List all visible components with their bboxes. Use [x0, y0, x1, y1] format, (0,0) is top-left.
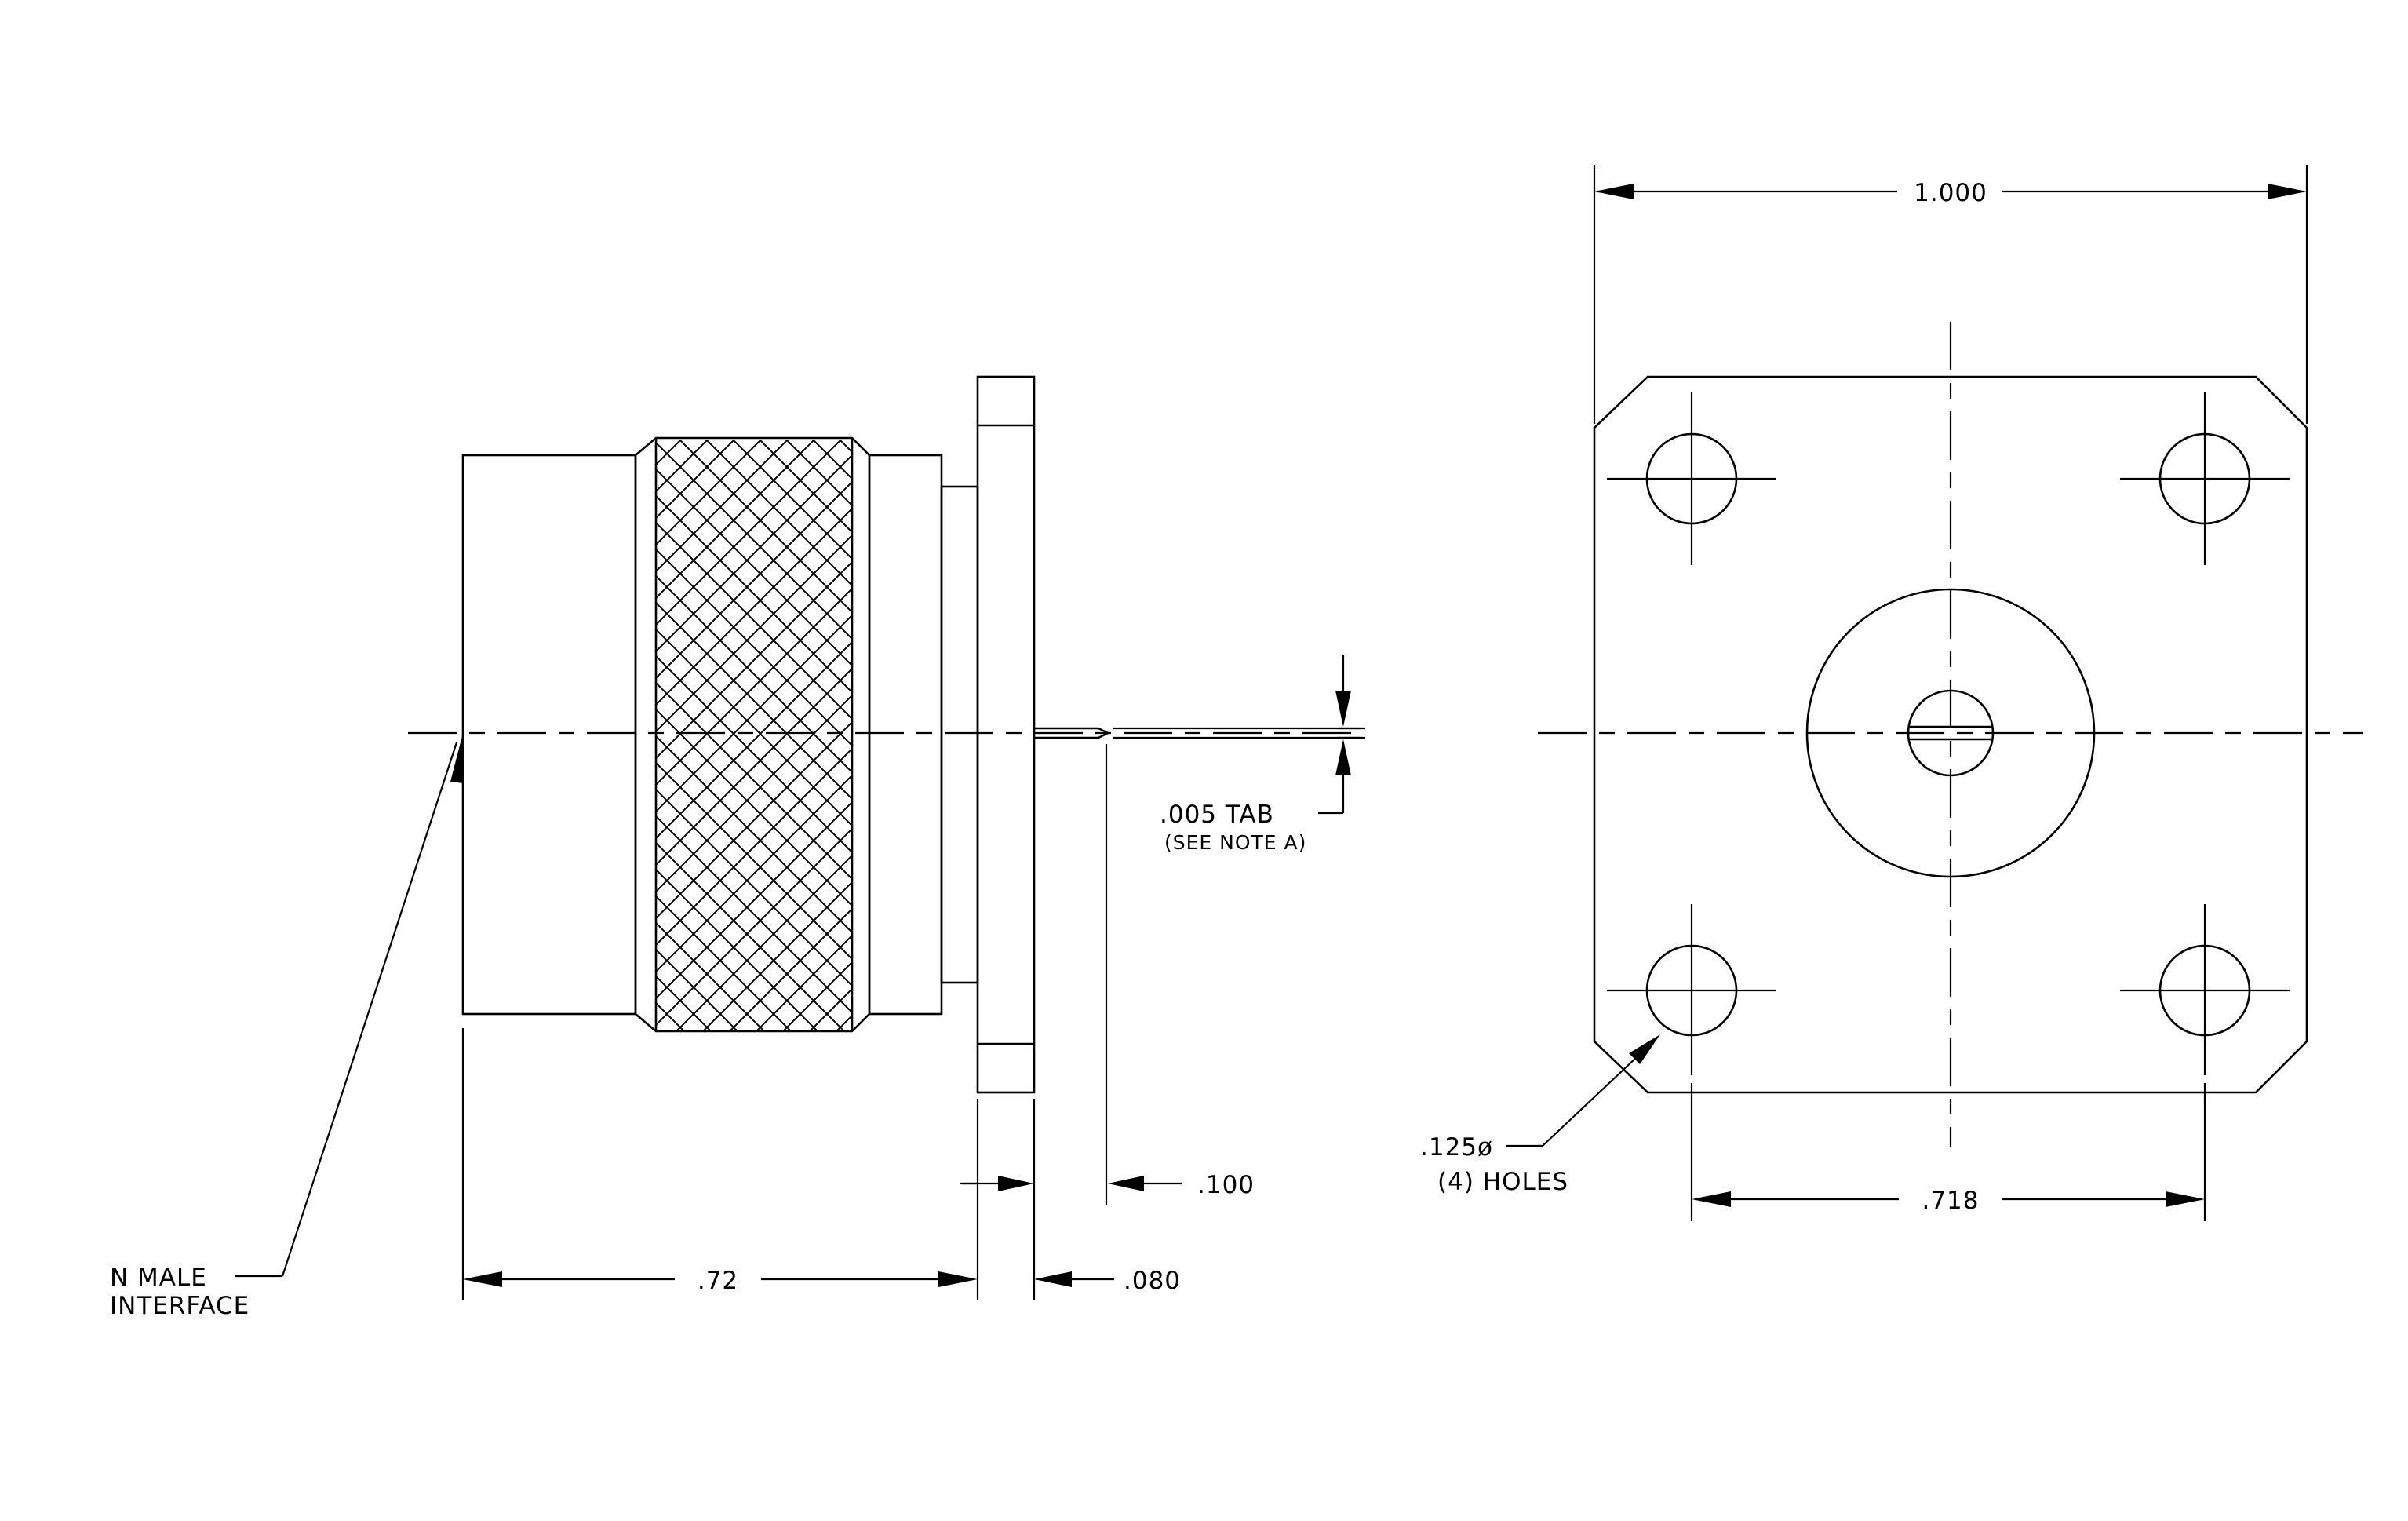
mounting-hole-top-right	[2120, 392, 2290, 565]
overall-length-value: .72	[698, 1267, 738, 1295]
flange-width-value: 1.000	[1914, 179, 1987, 207]
hole-spacing-value: .718	[1922, 1187, 1979, 1215]
interface-callout: N MALE INTERFACE	[110, 733, 463, 1320]
hole-diameter-label: .125ø	[1420, 1133, 1493, 1162]
interface-label-line1: N MALE	[110, 1264, 207, 1292]
body-circle	[1805, 588, 2096, 878]
tab-length-dimension: .100	[1105, 744, 1255, 1205]
flange-thickness-dimension: .080	[962, 1099, 1181, 1300]
flange-width-dimension: 1.000	[1593, 165, 2308, 424]
flange-arrow	[960, 1176, 1034, 1191]
flange-thickness-value: .080	[1124, 1267, 1181, 1295]
flange-outline	[1593, 375, 2308, 1094]
tab-thickness-label: .005 TAB	[1160, 801, 1274, 829]
side-view: N MALE INTERFACE .72 .080	[110, 375, 1365, 1320]
tab-thickness-dimension: .005 TAB (SEE NOTE A)	[1160, 655, 1365, 854]
front-view: 1.000 .718 .125ø (4) HOLES	[1420, 165, 2363, 1221]
overall-length-dimension: .72	[461, 1028, 979, 1300]
knurled-coupling-nut	[634, 436, 871, 1033]
contact-circle	[1907, 689, 1995, 777]
tab-length-value: .100	[1197, 1171, 1255, 1199]
connector-rear-body	[868, 454, 943, 1016]
holes-callout: .125ø (4) HOLES	[1420, 1034, 1660, 1196]
interface-label-line2: INTERFACE	[110, 1292, 250, 1320]
mounting-hole-top-left	[1607, 392, 1776, 565]
hole-count-label: (4) HOLES	[1437, 1168, 1568, 1196]
connector-neck	[940, 485, 979, 984]
hole-spacing-dimension: .718	[1690, 1083, 2206, 1221]
mounting-hole-bottom-left	[1607, 904, 1776, 1075]
flange-side	[976, 375, 1036, 1094]
mounting-hole-bottom-right	[2120, 904, 2290, 1075]
connector-front-body	[461, 454, 637, 1016]
tab-note-label: (SEE NOTE A)	[1164, 831, 1306, 854]
